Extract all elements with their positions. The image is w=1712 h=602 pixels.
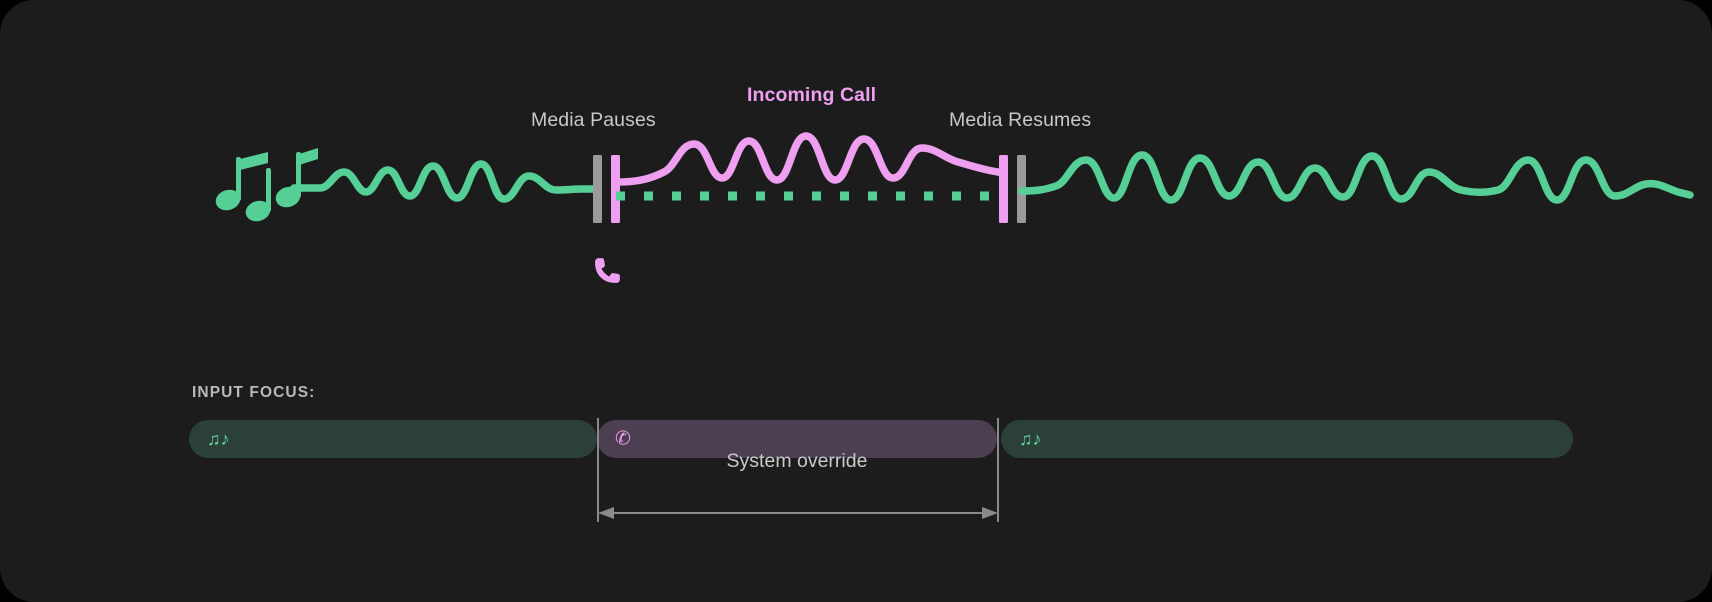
music-notes-icon xyxy=(215,148,318,222)
focus-bar-call[interactable]: ✆ xyxy=(597,420,997,458)
input-focus-section: INPUT FOCUS: ♫♪ ✆ ♫♪ System override xyxy=(0,330,1712,602)
override-arrow-head-right xyxy=(982,507,998,519)
system-override-annotation: System override xyxy=(0,330,1712,602)
pause-marker-pink-bar xyxy=(611,155,620,223)
override-arrow-head-left xyxy=(598,507,614,519)
pause-marker-gray-bar xyxy=(593,155,602,223)
system-override-label: System override xyxy=(726,450,868,472)
call-waveform xyxy=(614,132,1006,186)
phone-icon-layer xyxy=(595,258,620,283)
timeline-graphics: .wave { fill:none; stroke-linecap:round;… xyxy=(215,132,1694,223)
audio-focus-timeline: .wave { fill:none; stroke-linecap:round;… xyxy=(215,84,1694,283)
override-bracket-graphics xyxy=(597,418,999,522)
focus-bar-media-before[interactable]: ♫♪ xyxy=(189,420,597,458)
label-media-resumes: Media Resumes xyxy=(949,109,1092,131)
resume-marker-pink-bar xyxy=(999,155,1008,223)
media-waveform-before xyxy=(290,160,600,203)
label-media-pauses: Media Pauses xyxy=(531,109,656,131)
input-focus-caption: INPUT FOCUS: xyxy=(192,384,316,401)
focus-bar-media-after[interactable]: ♫♪ xyxy=(1001,420,1573,458)
media-waveform-after xyxy=(1018,151,1694,204)
music-notes-icon: ♫♪ xyxy=(207,429,230,449)
music-notes-icon: ♫♪ xyxy=(1019,429,1042,449)
phone-icon xyxy=(595,258,620,283)
label-incoming-call: Incoming Call xyxy=(747,84,877,106)
phone-icon: ✆ xyxy=(615,428,631,450)
